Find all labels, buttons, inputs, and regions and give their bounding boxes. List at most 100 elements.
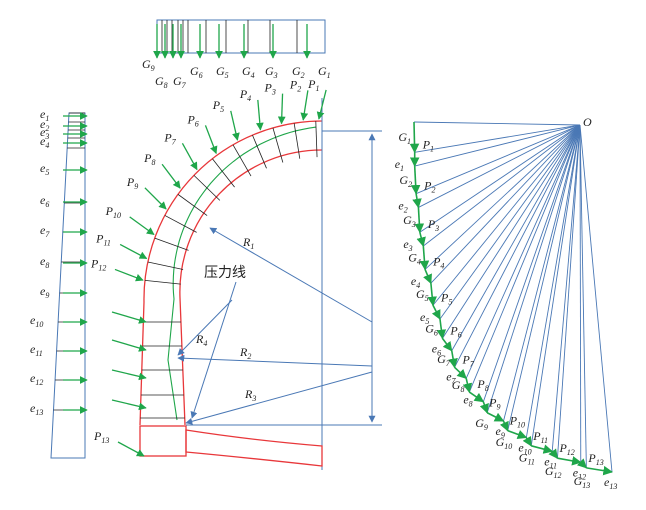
polygon-ray-g10 [507,124,581,431]
arch-pressure-label-7: P7 [163,130,176,146]
polygon-e-segment-8 [468,391,485,403]
polygon-e-segment-12 [557,456,582,466]
invert-slab [185,429,323,467]
arch-pressure-arrow-13 [117,441,145,457]
left-pressure-label-8: e8 [40,254,49,270]
arch-pressure-arrow-5 [230,110,240,141]
polygon-ray-e2 [418,124,581,208]
polygon-g-segment-1 [409,121,420,154]
polygon-e-segment-9 [486,412,505,422]
polygon-ray-0 [413,121,581,126]
polygon-g-label-4: G4 [408,251,421,267]
polygon-g-segment-9 [479,401,489,414]
height-dimension [186,130,382,426]
polygon-e-segment-11 [531,444,554,454]
arch-joint-12 [144,279,181,285]
arch-pressure-label-2: P2 [289,77,301,93]
polygon-e-segment-2 [412,193,422,209]
left-pressure-label-3: e3 [40,125,49,141]
left-pressure-label-6: e6 [40,193,49,209]
radius-label-1: R1 [242,235,254,251]
polygon-ray-g4 [424,124,581,270]
polygon-ray-e1 [414,124,581,167]
radius-label-4: R4 [195,332,207,348]
top-load-dividers [161,20,298,53]
arch-wall-arrow-1 [111,311,147,324]
arch-wall-arrow-2 [111,339,147,352]
arch-pressure-label-5: P5 [212,98,224,114]
polygon-e-label-2: e2 [398,198,407,214]
polygon-ray-e12 [579,124,582,463]
polygon-ray-e5 [439,124,581,320]
arch-joint-5 [232,144,252,177]
arch-joint-6 [212,158,235,188]
top-load-box [156,19,326,54]
arch-pressure-label-9: P9 [126,175,138,191]
left-pressure-label-5: e5 [40,161,49,177]
polygon-g-segment-6 [436,318,447,340]
arch-pressure-label-6: P6 [186,112,198,128]
polygon-g-segment-12 [548,448,559,459]
top-gravity-label-5: G5 [216,64,229,80]
pressure-line [167,126,317,421]
polygon-g-segment-4 [419,245,430,271]
left-pressure-label-4: e4 [40,134,49,150]
polygon-p-label-1: P1 [422,137,434,153]
polygon-e-segment-3 [416,232,426,247]
top-gravity-label-7: G7 [173,74,187,90]
top-gravity-label-9: G9 [142,57,155,73]
left-pressure-label-2: e2 [40,117,49,133]
polygon-p-label-11: P11 [532,429,548,445]
left-pressure-label-12: e12 [30,371,43,387]
pressure-line-pointer [190,281,237,419]
polygon-ray-g2 [415,124,581,195]
left-pressure-arrows [63,112,88,414]
arch-pressure-arrow-3 [277,93,286,125]
radius-label-3: R3 [244,387,256,403]
polygon-g-segment-13 [576,458,588,469]
polygon-g-label-5: G5 [416,287,429,303]
arch-pressure-label-1: P1 [307,77,319,93]
top-gravity-label-8: G8 [155,74,168,90]
left-pressure-strip [50,112,86,459]
polygon-e-label-5: e5 [420,310,429,326]
top-gravity-label-4: G4 [242,64,255,80]
arch-pressure-arrow-2 [300,90,309,121]
polygon-p-label-6: P6 [449,323,461,339]
top-gravity-arrows [153,24,311,59]
polygon-e-segment-10 [507,429,528,440]
arch-joint-11 [147,261,184,270]
polygon-e-segment-6 [441,337,453,352]
polygon-p-label-2: P2 [423,179,435,195]
polygon-g-label-10: G10 [496,435,513,451]
polygon-p-label-10: P10 [509,414,525,430]
polygon-p-label-12: P12 [558,441,574,457]
polygon-chain [409,121,613,476]
polygon-ray-e6 [451,124,581,351]
arch-pressure-arrow-8 [161,163,181,189]
polygon-ray-g7 [454,124,581,368]
polygon-rays [413,121,613,473]
polygon-p-label-5: P5 [440,290,452,306]
radius-line-4 [177,299,233,356]
arch-joint-7 [193,175,221,201]
pressure-line-path [167,126,317,421]
polygon-e-segment-4 [423,269,432,285]
polygon-ray-g5 [432,124,581,306]
polygon-ray-g12 [557,124,581,459]
polygon-e-label-4: e4 [411,274,420,290]
polygon-e-label-12: e12 [573,465,586,481]
polygon-g-segment-2 [410,166,421,195]
foundation-block [139,425,187,457]
arch-joint-9 [164,215,197,233]
arch-joint-3 [272,127,284,163]
polygon-g-label-3: G3 [403,213,416,229]
polygon-g-label-9: G9 [475,416,488,432]
